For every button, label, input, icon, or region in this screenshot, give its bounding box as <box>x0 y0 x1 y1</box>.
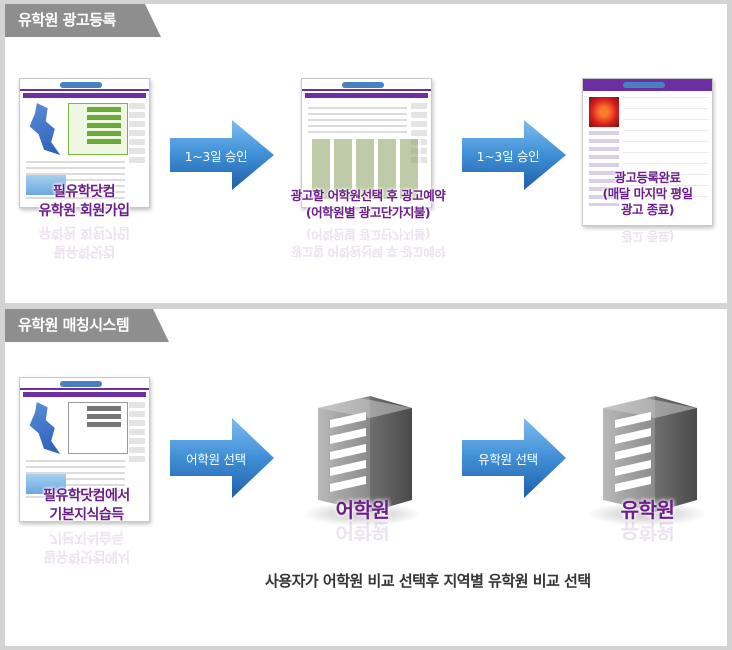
step1-caption: 필유학닷컴 유학원 회원가입 <box>14 183 154 221</box>
step3-caption-line2: (매달 마지막 평일 <box>602 186 693 201</box>
step2-to-step3-arrow: 1~3일 승인 <box>462 120 566 190</box>
matching-step1-caption: 필유학닷컴에서 기본지식습득 <box>14 487 159 525</box>
step2-caption-line1: 광고할 어학원선택 후 광고예약 <box>290 188 446 203</box>
select-language-school-label: 어학원 선택 <box>186 451 246 467</box>
matching-step1-caption-line2: 기본지식습득 <box>49 507 124 523</box>
step2-arrow-label: 1~3일 승인 <box>476 148 540 164</box>
step1-reflection-line2: 유학원 회원가입 <box>38 224 130 240</box>
ad-complete-page-thumbnail <box>582 78 713 226</box>
step1-arrow-label: 1~3일 승인 <box>184 148 248 164</box>
step2-caption-line2: (어학원별 광고단가지불) <box>305 205 431 220</box>
language-school-caption-reflection: 어학원 <box>335 519 390 543</box>
agency-caption-reflection: 유학원 <box>620 519 675 543</box>
step1-to-step2-arrow: 1~3일 승인 <box>170 120 274 190</box>
matching-step1-caption-line1: 필유학닷컴에서 <box>43 488 130 504</box>
step3-caption-reflection: 광고 종료) <box>580 228 715 244</box>
language-school-caption: 어학원 <box>335 498 390 522</box>
step2-reflection-line2: (어학원별 광고단가지불) <box>305 227 431 242</box>
section-title-ad-registration: 유학원 광고등록 <box>5 4 161 37</box>
matching-description: 사용자가 어학원 비교 선택후 지역별 유학원 비교 선택 <box>265 572 591 590</box>
step3-caption-line1: 광고등록완료 <box>614 170 681 185</box>
signup-page-thumbnail <box>19 78 150 208</box>
matching-step1-reflection-line1: 필유학닷컴에서 <box>43 548 130 564</box>
select-agency-arrow: 유학원 선택 <box>462 418 566 498</box>
step1-caption-line2: 유학원 회원가입 <box>38 203 130 219</box>
select-agency-label: 유학원 선택 <box>478 451 538 467</box>
info-page-thumbnail <box>19 377 150 522</box>
section-title-matching-system: 유학원 매칭시스템 <box>5 309 169 342</box>
step1-caption-reflection: 필유학닷컴 유학원 회원가입 <box>14 222 154 260</box>
step2-reflection-line1: 광고할 어학원선택 후 광고예약 <box>290 244 446 259</box>
step3-reflection-line3: 광고 종료) <box>620 229 675 244</box>
step2-caption-reflection: 광고할 어학원선택 후 광고예약 (어학원별 광고단가지불) <box>268 226 468 260</box>
step1-reflection-line1: 필유학닷컴 <box>53 243 115 259</box>
step1-caption-line1: 필유학닷컴 <box>53 184 115 200</box>
step3-caption: 광고등록완료 (매달 마지막 평일 광고 종료) <box>580 170 715 218</box>
matching-step1-reflection-line2: 기본지식습득 <box>49 529 124 545</box>
agency-caption: 유학원 <box>620 498 675 522</box>
language-school-building-icon <box>300 386 425 530</box>
matching-step1-caption-reflection: 필유학닷컴에서 기본지식습득 <box>14 527 159 565</box>
ad-booking-page-thumbnail <box>301 78 432 208</box>
select-language-school-arrow: 어학원 선택 <box>170 418 274 498</box>
agency-building-icon <box>585 386 710 530</box>
step3-caption-line3: 광고 종료) <box>620 202 675 217</box>
step2-caption: 광고할 어학원선택 후 광고예약 (어학원별 광고단가지불) <box>268 187 468 221</box>
